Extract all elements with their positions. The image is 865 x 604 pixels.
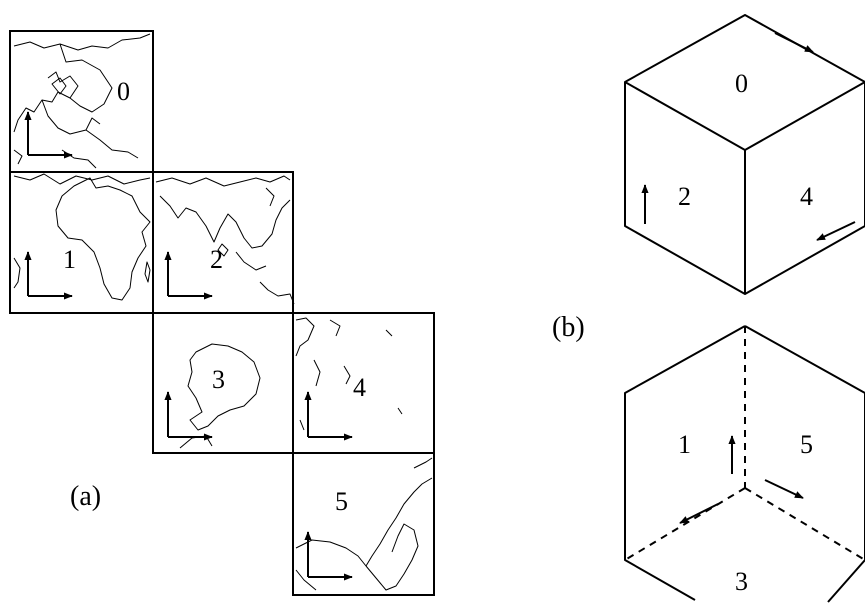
net-face-1: 1 xyxy=(9,171,154,314)
cube-bottom-face-3-arrow xyxy=(679,503,719,524)
face-3-label: 3 xyxy=(212,365,225,394)
cube-bottom-hidden-edges xyxy=(624,326,865,561)
cube-top-inner-edges xyxy=(624,81,865,294)
net-face-2: 2 xyxy=(152,171,295,314)
cube-top-face-0-arrow xyxy=(774,32,814,53)
face-1-coastline xyxy=(13,173,151,301)
net-face-0: 0 xyxy=(9,30,154,173)
face-0-island xyxy=(51,77,67,95)
face-0-frame xyxy=(9,30,154,173)
panel-a-cube-net: 0 1 2 3 xyxy=(9,30,435,596)
face-2-island xyxy=(217,243,229,257)
cube-top-face-2-label: 2 xyxy=(678,182,691,211)
cube-bottom-face-1-label: 1 xyxy=(678,430,691,459)
face-2-coastline xyxy=(155,175,295,305)
cube-bottom-face-3-label: 3 xyxy=(735,567,748,596)
face-1-island-madagascar xyxy=(144,261,151,283)
face-5-frame xyxy=(292,452,435,596)
panel-a-label: (a) xyxy=(70,481,101,512)
cube-top-face-0-label: 0 xyxy=(735,69,748,98)
cube-bottom-face-5-label: 5 xyxy=(800,430,813,459)
face-3-coastline xyxy=(179,343,261,449)
face-0-label: 0 xyxy=(117,77,130,106)
face-5-coastline xyxy=(295,457,433,591)
net-face-4: 4 xyxy=(292,312,435,454)
panel-b-label: (b) xyxy=(552,312,585,343)
face-2-label: 2 xyxy=(210,245,223,274)
face-1-label: 1 xyxy=(63,245,76,274)
face-0-coastline xyxy=(13,33,151,169)
face-5-label: 5 xyxy=(335,487,348,516)
net-face-5: 5 xyxy=(292,452,435,596)
face-4-coastline xyxy=(295,317,403,431)
face-4-label: 4 xyxy=(353,373,366,402)
panel-b-cube-views: 0 2 4 1 5 3 (b) xyxy=(552,14,865,603)
cube-bottom-face-5-arrow xyxy=(764,479,804,499)
face-1-frame xyxy=(9,171,154,314)
cube-top-face-4-arrow xyxy=(816,221,856,241)
cube-bottom-outline xyxy=(624,325,865,603)
cube-top-face-4-label: 4 xyxy=(800,182,813,211)
net-face-3: 3 xyxy=(152,312,294,454)
cube-bottom-view: 1 5 3 xyxy=(624,325,865,603)
cube-top-view: 0 2 4 xyxy=(624,14,865,295)
